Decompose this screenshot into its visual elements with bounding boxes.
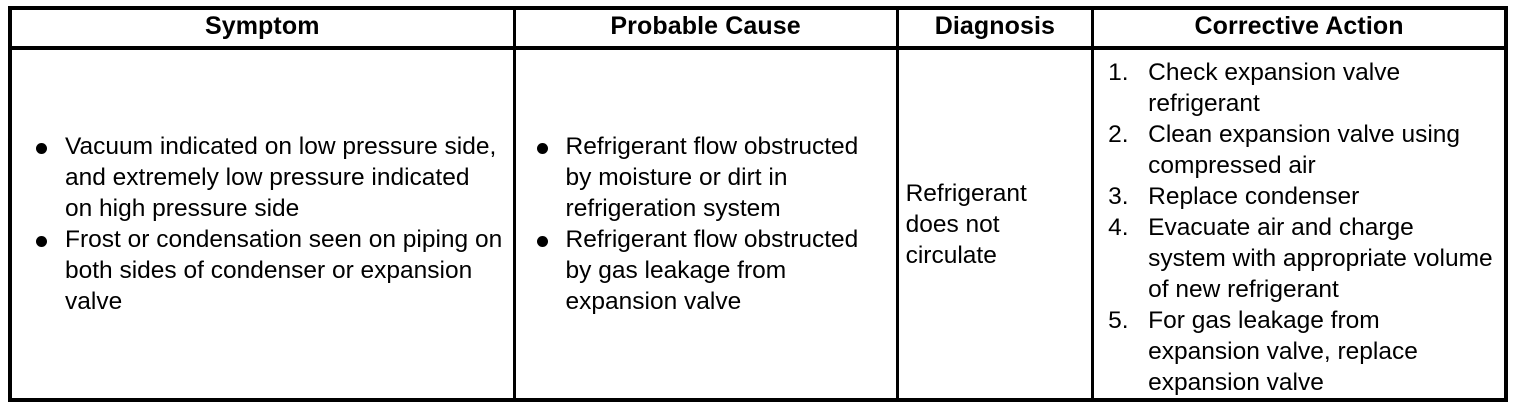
symptom-list: Vacuum indicated on low pressure side, a… — [33, 131, 503, 317]
column-header-probable-cause: Probable Cause — [514, 8, 899, 50]
list-item: 1. Check expansion valve refrigerant — [1108, 57, 1496, 119]
probable-cause-item-text: Refrigerant flow obstructed by gas leaka… — [565, 226, 859, 315]
table-body: Vacuum indicated on low pressure side, a… — [10, 48, 1506, 400]
cell-symptom: Vacuum indicated on low pressure side, a… — [10, 48, 516, 400]
list-item: 4. Evacuate air and charge system with a… — [1108, 212, 1496, 305]
column-header-corrective-action: Corrective Action — [1092, 8, 1506, 50]
table-row: Vacuum indicated on low pressure side, a… — [10, 48, 1506, 400]
table-header: Symptom Probable Cause Diagnosis Correct… — [10, 8, 1506, 50]
list-item: Refrigerant flow obstructed by moisture … — [534, 131, 888, 224]
column-header-symptom: Symptom — [10, 8, 516, 50]
symptom-content: Vacuum indicated on low pressure side, a… — [12, 131, 513, 317]
corrective-action-item-text: Clean expansion valve using compressed a… — [1148, 121, 1461, 179]
corrective-action-item-text: Check expansion valve refrigerant — [1148, 59, 1401, 117]
list-item: 3. Replace condenser — [1108, 181, 1496, 212]
corrective-action-list: 1. Check expansion valve refrigerant 2. … — [1108, 57, 1496, 398]
cell-diagnosis: Refrigerant does not circulate — [897, 48, 1095, 400]
list-item: 2. Clean expansion valve using compresse… — [1108, 119, 1496, 181]
list-item-number: 5. — [1108, 307, 1129, 334]
corrective-action-item-text: For gas leakage from expansion valve, re… — [1148, 307, 1418, 396]
list-item: Frost or condensation seen on piping on … — [33, 224, 503, 317]
corrective-action-content: 1. Check expansion valve refrigerant 2. … — [1094, 50, 1504, 398]
column-header-diagnosis: Diagnosis — [897, 8, 1095, 50]
troubleshooting-table: Symptom Probable Cause Diagnosis Correct… — [8, 6, 1508, 402]
probable-cause-list: Refrigerant flow obstructed by moisture … — [534, 131, 888, 317]
list-item-number: 3. — [1108, 183, 1129, 210]
list-item: Refrigerant flow obstructed by gas leaka… — [534, 224, 888, 317]
corrective-action-item-text: Evacuate air and charge system with appr… — [1148, 214, 1493, 303]
symptom-item-text: Frost or condensation seen on piping on … — [65, 226, 503, 315]
diagnosis-text: Refrigerant does not circulate — [905, 179, 1027, 269]
probable-cause-item-text: Refrigerant flow obstructed by moisture … — [565, 133, 859, 222]
header-row: Symptom Probable Cause Diagnosis Correct… — [10, 8, 1506, 50]
diagnosis-content: Refrigerant does not circulate — [899, 178, 1092, 271]
cell-probable-cause: Refrigerant flow obstructed by moisture … — [514, 48, 899, 400]
cell-corrective-action: 1. Check expansion valve refrigerant 2. … — [1093, 48, 1506, 400]
list-item-number: 2. — [1108, 121, 1129, 148]
list-item-number: 4. — [1108, 214, 1129, 241]
list-item-number: 1. — [1108, 59, 1129, 86]
list-item: 5. For gas leakage from expansion valve,… — [1108, 305, 1496, 398]
list-item: Vacuum indicated on low pressure side, a… — [33, 131, 503, 224]
probable-cause-content: Refrigerant flow obstructed by moisture … — [516, 131, 896, 317]
symptom-item-text: Vacuum indicated on low pressure side, a… — [65, 133, 497, 222]
corrective-action-item-text: Replace condenser — [1148, 183, 1360, 210]
